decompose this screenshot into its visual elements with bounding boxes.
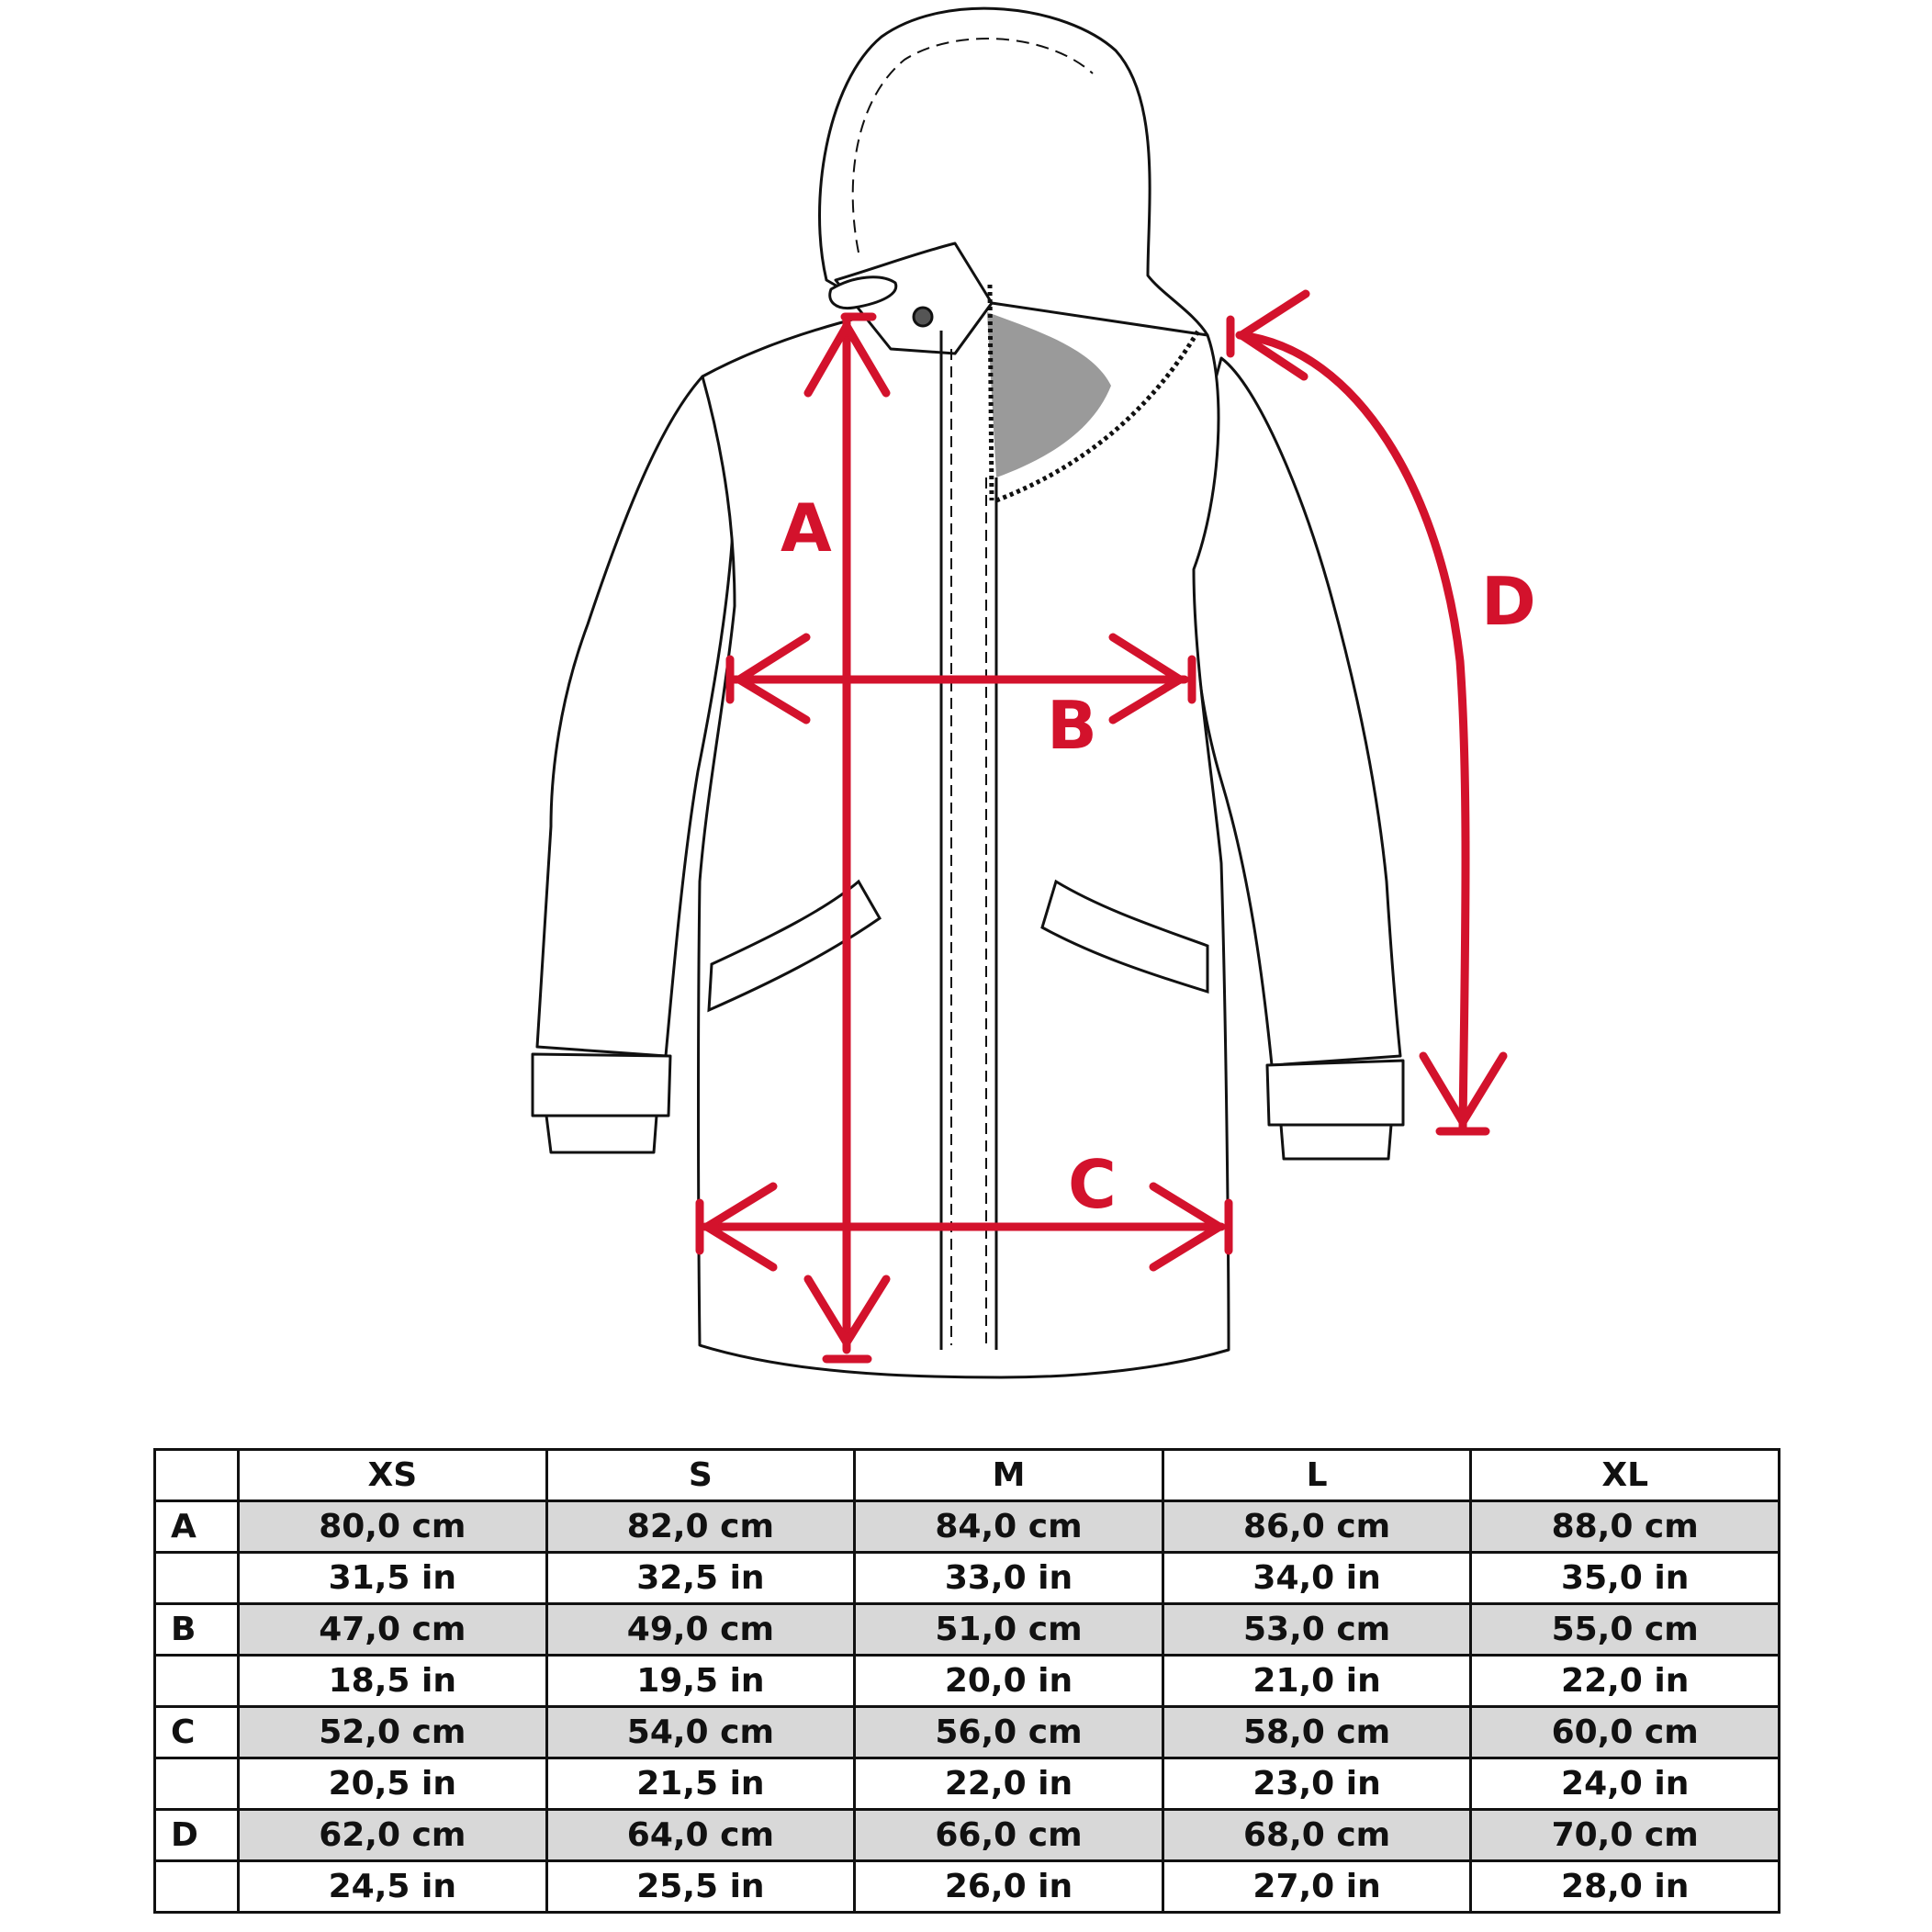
size-header-cell: L (1161, 1448, 1473, 1502)
pockets (707, 879, 1209, 1013)
measurement-value-cell: 26,0 in (853, 1859, 1164, 1914)
measurement-key-cell (153, 1551, 240, 1605)
snap-button (912, 306, 934, 328)
size-header-cell: XL (1469, 1448, 1780, 1502)
measurement-value-cell: 35,0 in (1469, 1551, 1780, 1605)
measurement-value-cell: 52,0 cm (237, 1705, 548, 1759)
measure-b-label: B (1047, 687, 1097, 764)
measurement-key-cell (153, 1757, 240, 1811)
measurement-value-cell: 27,0 in (1161, 1859, 1473, 1914)
measurement-value-cell: 64,0 cm (545, 1808, 857, 1862)
measurement-value-cell: 56,0 cm (853, 1705, 1164, 1759)
measurement-value-cell: 25,5 in (545, 1859, 857, 1914)
measurement-value-cell: 82,0 cm (545, 1500, 857, 1554)
measure-c-label: C (1068, 1146, 1117, 1223)
measurement-value-cell: 19,5 in (545, 1654, 857, 1708)
measurement-key-cell: C (153, 1705, 240, 1759)
left-cuff-rib (545, 1114, 658, 1154)
measurement-value-cell: 33,0 in (853, 1551, 1164, 1605)
measurement-value-cell: 24,0 in (1469, 1757, 1780, 1811)
left-cuff (531, 1052, 672, 1118)
measurement-value-cell: 80,0 cm (237, 1500, 548, 1554)
right-cuff (1265, 1059, 1405, 1127)
measurement-value-cell: 51,0 cm (853, 1602, 1164, 1657)
measurement-value-cell: 49,0 cm (545, 1602, 857, 1657)
measurement-value-cell: 34,0 in (1161, 1551, 1473, 1605)
measurement-value-cell: 86,0 cm (1161, 1500, 1473, 1554)
measurement-value-cell: 28,0 in (1469, 1859, 1780, 1914)
hood-seam (851, 38, 1094, 253)
measurement-key-cell: A (153, 1500, 240, 1554)
measure-d-label: D (1481, 563, 1536, 640)
right-pocket-flap (1040, 879, 1209, 994)
measurement-value-cell: 53,0 cm (1161, 1602, 1473, 1657)
measurement-key-cell: D (153, 1808, 240, 1862)
collar-tab (828, 275, 898, 310)
jacket-measurement-diagram: A B C D (531, 6, 1536, 1379)
size-header-cell: M (853, 1448, 1164, 1502)
measurement-value-cell: 54,0 cm (545, 1705, 857, 1759)
measure-d-arrow (1226, 289, 1508, 1136)
measurement-value-cell: 24,5 in (237, 1859, 548, 1914)
size-header-cell: XS (237, 1448, 548, 1502)
measure-a-label: A (781, 489, 832, 567)
measurement-markers (695, 289, 1508, 1364)
measurement-value-cell: 66,0 cm (853, 1808, 1164, 1862)
measurement-value-cell: 20,0 in (853, 1654, 1164, 1708)
measurement-key-cell (153, 1654, 240, 1708)
measurement-value-cell: 31,5 in (237, 1551, 548, 1605)
jacket-body (697, 301, 1230, 1379)
size-header-cell: S (545, 1448, 857, 1502)
left-pocket-flap (707, 879, 882, 1013)
front-placket (939, 284, 1201, 1350)
right-cuff-rib (1279, 1123, 1393, 1161)
measurement-key-cell (153, 1859, 240, 1914)
jacket-illustration (531, 6, 1405, 1379)
measurement-value-cell: 22,0 in (1469, 1654, 1780, 1708)
measurement-value-cell: 70,0 cm (1469, 1808, 1780, 1862)
measurement-value-cell: 22,0 in (853, 1757, 1164, 1811)
measure-c-arrow (695, 1182, 1233, 1272)
measurement-value-cell: 62,0 cm (237, 1808, 548, 1862)
measurement-value-cell: 84,0 cm (853, 1500, 1164, 1554)
measurement-value-cell: 23,0 in (1161, 1757, 1473, 1811)
measurement-value-cell: 21,0 in (1161, 1654, 1473, 1708)
zipper-track (987, 284, 994, 501)
measure-b-arrow (725, 633, 1196, 724)
measurement-value-cell: 58,0 cm (1161, 1705, 1473, 1759)
measurement-value-cell: 68,0 cm (1161, 1808, 1473, 1862)
measurement-value-cell: 18,5 in (237, 1654, 548, 1708)
inner-hood (987, 312, 1111, 477)
measurement-value-cell: 60,0 cm (1469, 1705, 1780, 1759)
collar-flap (834, 242, 994, 355)
measurement-key-cell: B (153, 1602, 240, 1657)
measurement-value-cell: 88,0 cm (1469, 1500, 1780, 1554)
measurement-value-cell: 32,5 in (545, 1551, 857, 1605)
measurement-value-cell: 47,0 cm (237, 1602, 548, 1657)
left-sleeve (535, 375, 736, 1058)
measurement-value-cell: 21,5 in (545, 1757, 857, 1811)
measurement-value-cell: 55,0 cm (1469, 1602, 1780, 1657)
measure-a-arrow (803, 312, 891, 1364)
measurement-value-cell: 20,5 in (237, 1757, 548, 1811)
table-corner-cell (153, 1448, 240, 1502)
